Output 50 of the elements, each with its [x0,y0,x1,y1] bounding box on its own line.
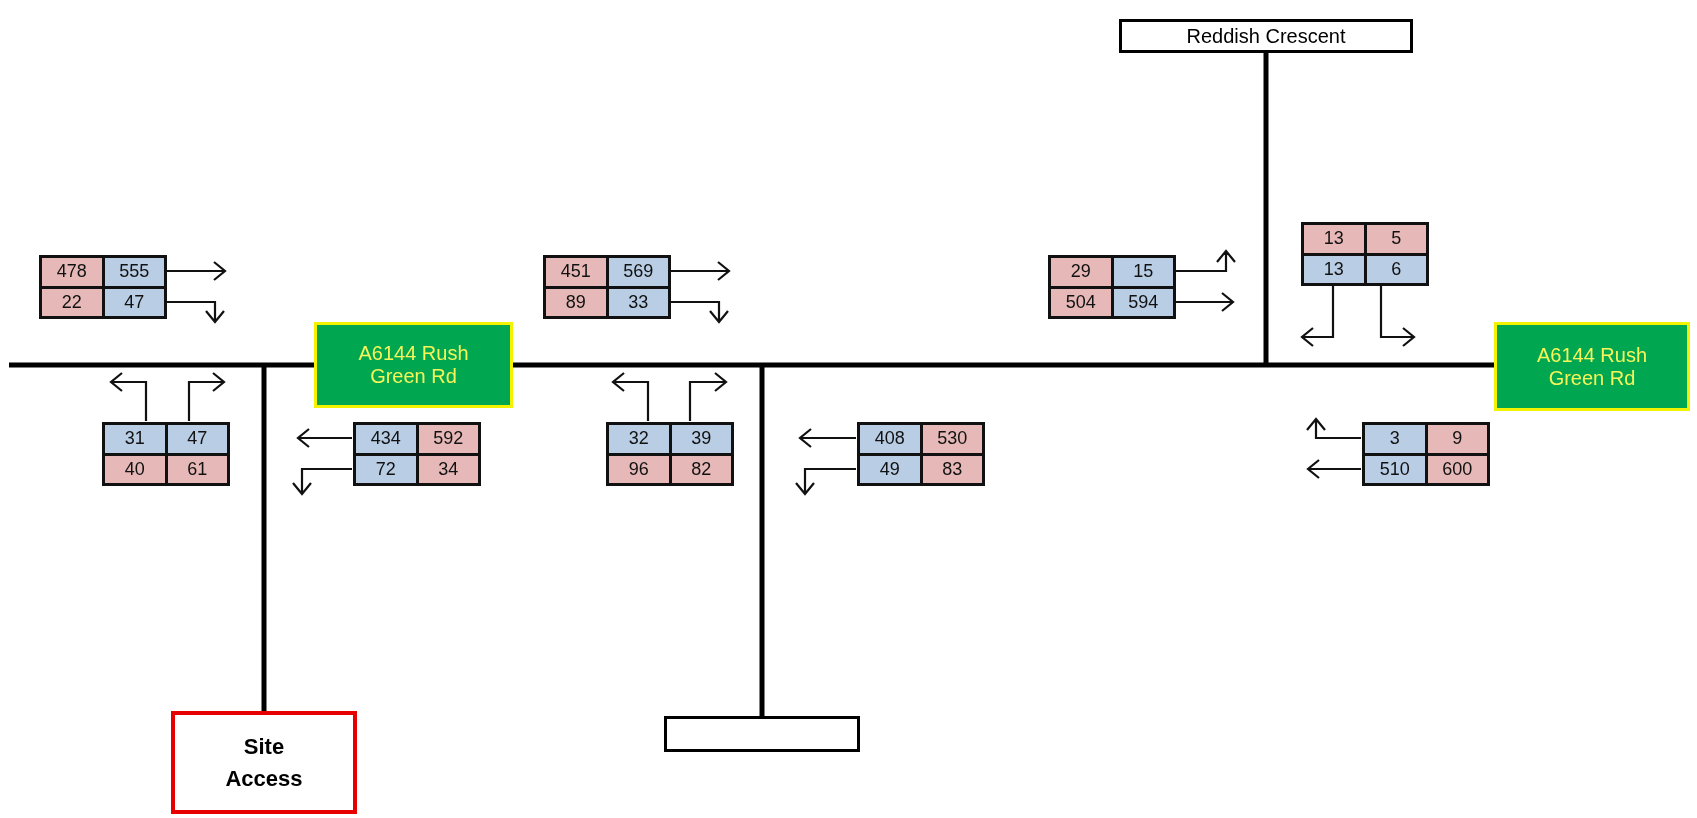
road-line [9,362,314,368]
count-cell: 82 [671,455,731,483]
count-cell: 504 [1051,288,1111,316]
count-cell: 34 [418,455,478,483]
count-cell: 33 [608,288,668,316]
count-cell: 451 [546,258,606,286]
road-line [759,365,765,716]
count-cell: 408 [860,425,920,453]
count-cell: 29 [1051,258,1111,286]
count-cell: 47 [104,288,164,316]
count-cell: 434 [356,425,416,453]
count-cell: 510 [1365,455,1425,483]
count-cell: 600 [1427,455,1487,483]
road-name-sign [664,716,860,752]
count-cell: 49 [860,455,920,483]
count-cell: 530 [922,425,982,453]
count-cell: 5 [1366,225,1426,253]
count-cell: 22 [42,288,102,316]
count-cell: 61 [167,455,227,483]
count-cell: 31 [105,425,165,453]
road-name: Site Access [224,732,304,793]
count-cell: 594 [1113,288,1173,316]
road-name: Reddish Crescent [1186,24,1346,48]
count-cell: 15 [1113,258,1173,286]
count-cell: 40 [105,455,165,483]
road-name-sign [171,711,357,814]
count-cell: 47 [167,425,227,453]
count-cell: 96 [609,455,669,483]
count-cell: 9 [1427,425,1487,453]
road-name: A6144 Rush Green Rd [1535,343,1649,390]
count-cell: 3 [1365,425,1425,453]
count-cell: 83 [922,455,982,483]
road-name-sign [1494,322,1690,411]
count-cell: 72 [356,455,416,483]
count-cell: 6 [1366,255,1426,283]
road-name: A6144 Rush Green Rd [357,342,470,388]
road-line [1263,53,1269,365]
count-cell: 13 [1304,255,1364,283]
road-line [261,365,267,711]
count-cell: 478 [42,258,102,286]
road-name-sign [1119,19,1413,53]
count-cell: 569 [608,258,668,286]
count-cell: 13 [1304,225,1364,253]
count-cell: 39 [671,425,731,453]
count-cell: 592 [418,425,478,453]
count-cell: 32 [609,425,669,453]
count-cell: 89 [546,288,606,316]
count-cell: 555 [104,258,164,286]
road-name-sign [314,322,513,408]
road-line [513,362,1494,368]
